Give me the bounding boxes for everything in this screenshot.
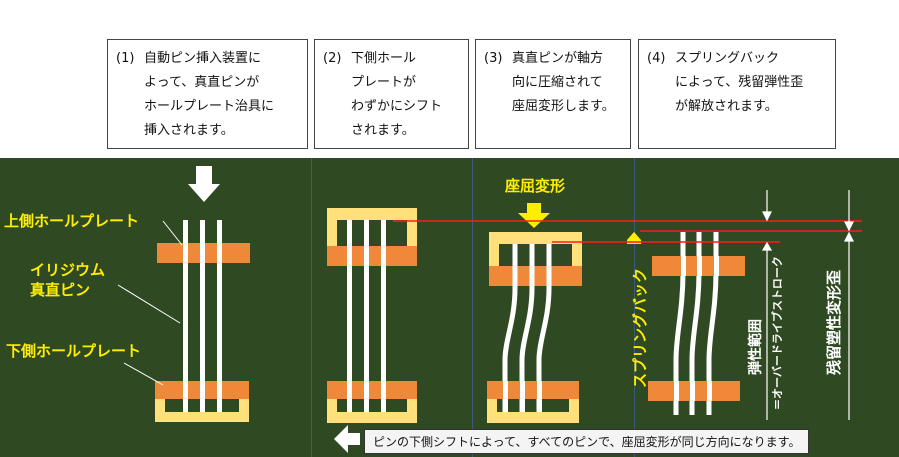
diagram-panel bbox=[0, 158, 899, 457]
caption-number: (2) bbox=[323, 51, 342, 66]
pin bbox=[217, 220, 222, 412]
caption-text: 自動ピン挿入装置に よって、真直ピンが ホールプレート治具に 挿入されます。 bbox=[144, 51, 275, 138]
caption-text: 真直ピンが軸方 向に圧縮されて 座屈変形します。 bbox=[512, 51, 615, 114]
divider bbox=[472, 158, 473, 457]
iridium-pin-label: イリジウム 真直ピン bbox=[30, 261, 106, 299]
caption-step-4: (4) スプリングバック によって、残留弾性歪 が解放されます。 bbox=[638, 39, 836, 149]
caption-step-2: (2) 下側ホール プレートが わずかにシフト されます。 bbox=[314, 39, 469, 149]
upper-plate-label: 上側ホールプレート bbox=[4, 212, 140, 230]
caption-number: (1) bbox=[116, 51, 135, 66]
residual-strain-label: 残留塑性変形歪 bbox=[825, 270, 843, 375]
down-arrow-icon bbox=[188, 166, 220, 202]
pin bbox=[364, 220, 369, 412]
buckled-pin bbox=[519, 244, 535, 412]
pin bbox=[183, 220, 188, 412]
caption-text: 下側ホール プレートが わずかにシフト されます。 bbox=[351, 51, 443, 138]
lower-hole-plate bbox=[487, 381, 579, 399]
lower-fixture bbox=[487, 399, 579, 423]
lower-fixture bbox=[327, 399, 417, 423]
lower-fixture bbox=[155, 399, 249, 422]
upper-hole-plate bbox=[327, 246, 417, 266]
left-arrow-icon bbox=[334, 425, 360, 453]
overdrive-stroke-label: ＝オーバードライブストローク bbox=[770, 256, 784, 410]
caption-step-3: (3) 真直ピンが軸方 向に圧縮されて 座屈変形します。 bbox=[475, 39, 631, 149]
lower-plate-label: 下側ホールプレート bbox=[6, 342, 142, 360]
lower-hole-plate bbox=[327, 381, 417, 399]
divider bbox=[311, 158, 312, 457]
pin bbox=[347, 220, 352, 412]
caption-number: (3) bbox=[484, 51, 503, 66]
elastic-range-label: 弾性範囲 bbox=[747, 319, 764, 375]
divider bbox=[634, 158, 635, 457]
buckled-pin bbox=[502, 244, 518, 412]
springback-label: スプリングバック bbox=[631, 268, 649, 388]
caption-step-1: (1) 自動ピン挿入装置に よって、真直ピンが ホールプレート治具に 挿入されま… bbox=[107, 39, 308, 149]
upper-fixture bbox=[327, 208, 417, 246]
caption-text: スプリングバック によって、残留弾性歪 が解放されます。 bbox=[675, 51, 804, 114]
pin bbox=[381, 220, 386, 412]
buckled-pin bbox=[536, 244, 552, 412]
up-arrow-icon bbox=[627, 232, 641, 240]
caption-number: (4) bbox=[647, 51, 666, 66]
upper-fixture bbox=[489, 232, 582, 268]
pin bbox=[200, 220, 205, 412]
bottom-note: ピンの下側シフトによって、すべてのピンで、座屈変形が同じ方向になります。 bbox=[364, 429, 810, 454]
down-arrow-icon bbox=[518, 203, 550, 228]
buckling-label: 座屈変形 bbox=[505, 177, 566, 195]
upper-hole-plate bbox=[489, 266, 582, 286]
